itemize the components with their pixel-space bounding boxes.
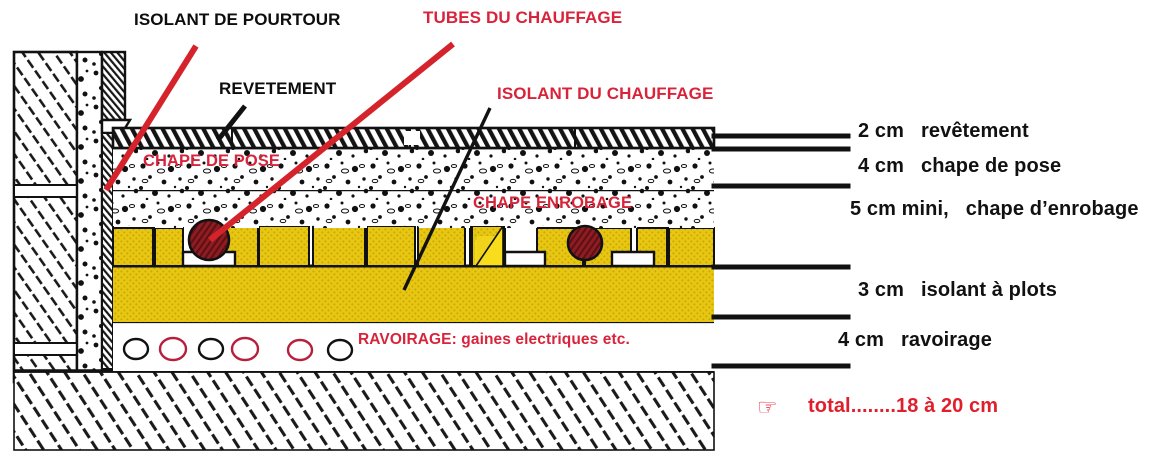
legend-name: revêtement xyxy=(920,120,1029,142)
legend-thickness: 3 cm xyxy=(858,279,904,301)
legend-row-chape-pose: 4 cm chape de pose xyxy=(858,155,1061,178)
inlay-chape-de-pose: CHAPE DE POSE xyxy=(143,152,280,170)
callout-isolant-chauffage: ISOLANT DU CHAUFFAGE xyxy=(497,84,714,103)
legend-name: chape de pose xyxy=(920,155,1062,177)
callout-isolant-pourtour: ISOLANT DE POURTOUR xyxy=(134,10,341,29)
conduit-group xyxy=(122,336,354,362)
legend-row-isolant: 3 cm isolant à plots xyxy=(858,279,1057,302)
callout-revetement: REVETEMENT xyxy=(219,79,337,98)
leader-isolant-pourtour xyxy=(103,44,199,192)
leader-tubes xyxy=(208,41,455,243)
pointing-hand-icon: ☞ xyxy=(757,394,778,420)
legend-row-revetement: 2 cm revêtement xyxy=(858,120,1029,143)
legend-row-ravoirage: 4 cm ravoirage xyxy=(838,329,992,352)
leader-lines xyxy=(103,41,492,291)
inlay-chape-enrobage: CHAPE ENROBAGE xyxy=(473,194,633,212)
inlay-ravoirage-note: RAVOIRAGE: gaines electriques etc. xyxy=(358,331,630,348)
legend-thickness: 4 cm xyxy=(838,329,884,351)
callout-tubes-chauffage: TUBES DU CHAUFFAGE xyxy=(423,8,623,27)
legend-thickness: 5 cm mini, xyxy=(850,198,949,220)
legend-thickness: 4 cm xyxy=(858,155,904,177)
legend-name: isolant à plots xyxy=(920,279,1057,301)
leader-revetement xyxy=(216,104,247,142)
legend-row-enrobage: 5 cm mini, chape d’enrobage xyxy=(850,198,1139,221)
legend-rules xyxy=(711,133,851,369)
leader-isolant-chauffage xyxy=(402,107,492,291)
heating-tubes xyxy=(187,218,604,262)
legend-name: chape d’enrobage xyxy=(965,198,1139,220)
legend-name: ravoirage xyxy=(900,329,992,351)
wall-assembly xyxy=(12,50,133,384)
legend-thickness: 2 cm xyxy=(858,120,904,142)
legend-total: total........18 à 20 cm xyxy=(808,395,999,417)
